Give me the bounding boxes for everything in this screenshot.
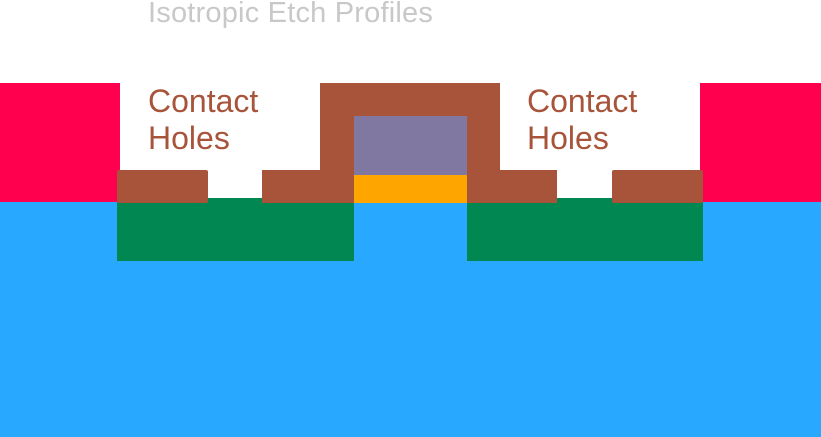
- diagram-title: Isotropic Etch Profiles: [148, 0, 434, 29]
- field-oxide-right: [700, 83, 821, 202]
- dielectric-left-stub: [117, 170, 208, 203]
- field-oxide-left: [0, 83, 120, 202]
- doped-region-left: [117, 198, 354, 261]
- gate-electrode: [354, 116, 467, 176]
- gate-oxide: [354, 175, 467, 203]
- contact-holes-label-right: Contact Holes: [527, 83, 638, 156]
- contact-holes-label-left: Contact Holes: [148, 83, 259, 156]
- dielectric-right-stub: [612, 170, 703, 203]
- doped-region-right: [467, 198, 703, 261]
